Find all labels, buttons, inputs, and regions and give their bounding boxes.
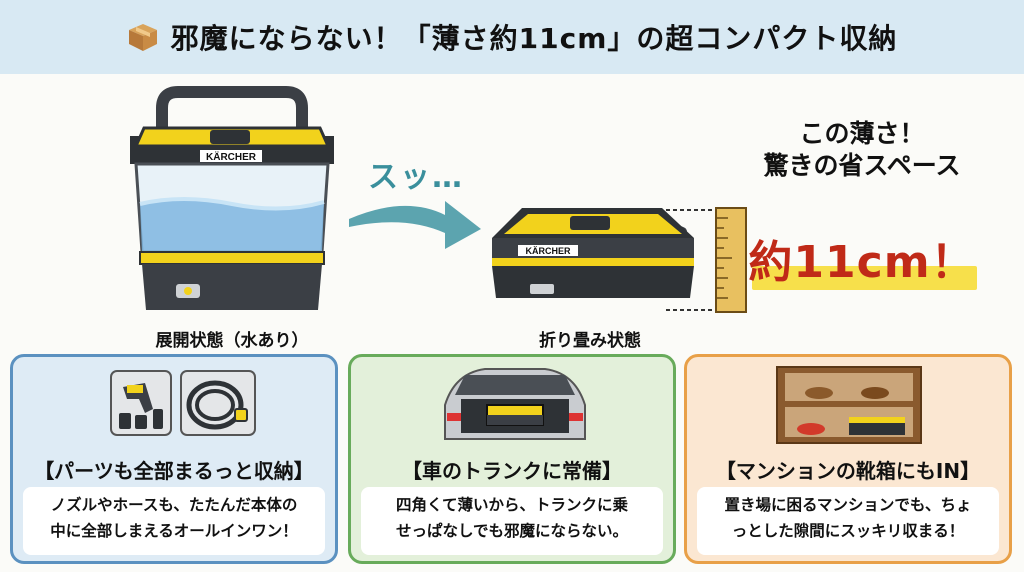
card-body-parts: ノズルやホースも、たたんだ本体の 中に全部しまえるオールインワン！	[23, 487, 325, 555]
card-title-shoebox: 【マンションの靴箱にもIN】	[715, 459, 981, 483]
card-body-shoebox: 置き場に困るマンションでも、ちょ っとした隙間にスッキリ収まる！	[697, 487, 999, 555]
swoosh-text: スッ…	[368, 160, 464, 195]
bucket-brand-label: KÄRCHER	[206, 150, 257, 163]
nozzle-kit-icon	[110, 370, 172, 436]
card-body-trunk: 四角くて薄いから、トランクに乗 せっぱなしでも邪魔にならない。	[361, 487, 663, 555]
swoosh-arrow-icon	[349, 201, 481, 249]
page-title: 邪魔にならない！「薄さ約11cm」の超コンパクト収納	[170, 22, 898, 55]
open-bucket-illustration: KÄRCHER	[130, 86, 334, 310]
promo-headline: この薄さ！ 驚きの省スペース	[742, 118, 982, 182]
card-body-line: 中に全部しまえるオールインワン！	[50, 521, 298, 540]
card-title-parts: 【パーツも全部まるっと収納】	[34, 459, 314, 483]
promo-size-text: 約11cm！	[748, 237, 976, 288]
promo-line-2: 驚きの省スペース	[763, 151, 961, 180]
promo-size-callout: 約11cm！	[742, 232, 982, 294]
ruler-icon	[666, 207, 747, 313]
promo-highlight	[752, 266, 977, 290]
folded-state-caption: 折り畳み状態	[539, 331, 641, 351]
card-body-line: 四角くて薄いから、トランクに乗	[395, 496, 629, 514]
header-banner: 邪魔にならない！「薄さ約11cm」の超コンパクト収納	[0, 0, 1024, 74]
card-body-line: 置き場に困るマンションでも、ちょ	[724, 496, 972, 514]
folded-bucket-illustration: KÄRCHER	[492, 208, 694, 298]
card-title-trunk: 【車のトランクに常備】	[402, 459, 622, 483]
feature-card-shoebox: 【マンションの靴箱にもIN】 置き場に困るマンションでも、ちょ っとした隙間にス…	[684, 354, 1012, 564]
feature-card-parts: 【パーツも全部まるっと収納】 ノズルやホースも、たたんだ本体の 中に全部しまえる…	[10, 354, 338, 564]
feature-card-trunk: 【車のトランクに常備】 四角くて薄いから、トランクに乗 せっぱなしでも邪魔になら…	[348, 354, 676, 564]
cardboard-box-icon	[128, 24, 157, 51]
card-body-line: ノズルやホースも、たたんだ本体の	[50, 496, 298, 514]
folded-brand-label: KÄRCHER	[526, 246, 572, 256]
shoe-shelf-icon	[776, 366, 922, 444]
hose-icon	[180, 370, 256, 436]
card-body-line: せっぱなしでも邪魔にならない。	[395, 521, 629, 540]
promo-line-1: この薄さ！	[799, 119, 925, 148]
card-body-line: っとした隙間にスッキリ収まる！	[731, 521, 965, 540]
car-trunk-icon	[444, 368, 586, 440]
open-state-caption: 展開状態（水あり）	[155, 331, 309, 351]
